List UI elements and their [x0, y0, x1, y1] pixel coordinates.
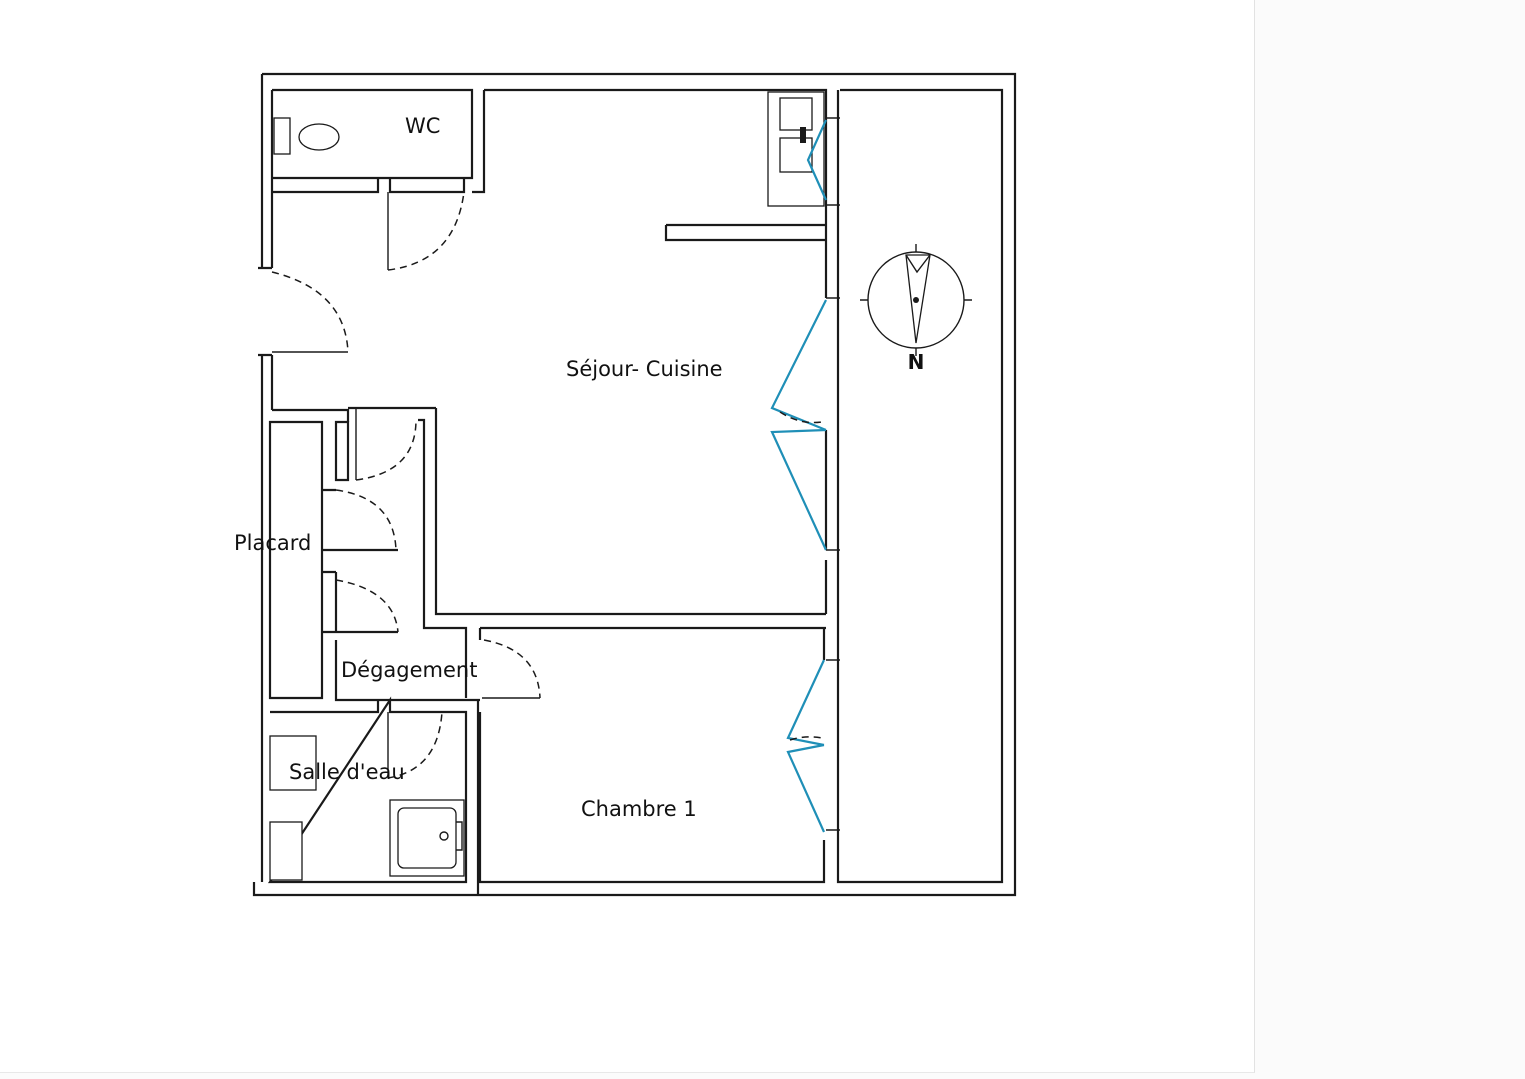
room-label-wc: WC	[405, 114, 440, 138]
room-label-sejour-cuisine: Séjour- Cuisine	[566, 357, 723, 381]
balcony	[826, 88, 1004, 884]
toilet-bowl	[298, 123, 340, 151]
sejour-window-1	[770, 299, 827, 432]
placard-door-swing-1	[355, 419, 417, 481]
salle-eau-room	[267, 696, 480, 895]
toilet-tank	[273, 117, 291, 155]
washing-machine-space	[269, 821, 303, 881]
sink-faucet-icon	[800, 127, 806, 143]
sejour-cuisine-room	[272, 88, 828, 616]
outer-walls	[252, 72, 1017, 897]
room-label-placard: Placard	[234, 531, 311, 555]
placard-degagement-area	[268, 408, 826, 702]
sink-basin-1-icon	[779, 97, 813, 131]
wc-room	[272, 88, 486, 271]
chambre-room	[478, 628, 826, 884]
room-label-degagement: Dégagement	[341, 658, 477, 682]
chambre-window-2	[786, 743, 826, 833]
chambre-window-1	[786, 659, 825, 747]
sejour-window-2	[770, 428, 828, 551]
placard-door-swing-3	[335, 579, 399, 633]
compass-north-label: N	[908, 349, 925, 373]
compass-rose-icon: N	[860, 244, 972, 373]
sink-basin-2-icon	[779, 137, 813, 173]
placard-door-swing-2	[335, 489, 397, 551]
chambre-door-swing	[483, 639, 541, 699]
entrance-door-swing	[271, 271, 349, 353]
kitchen-window	[806, 119, 828, 201]
room-label-chambre: Chambre 1	[581, 797, 697, 821]
chambre-window-swing	[789, 736, 823, 741]
washbasin-unit	[269, 735, 317, 791]
wc-door-swing	[387, 191, 465, 271]
sejour-window-swing	[779, 411, 823, 424]
room-label-salle-eau: Salle d'eau	[289, 760, 405, 784]
